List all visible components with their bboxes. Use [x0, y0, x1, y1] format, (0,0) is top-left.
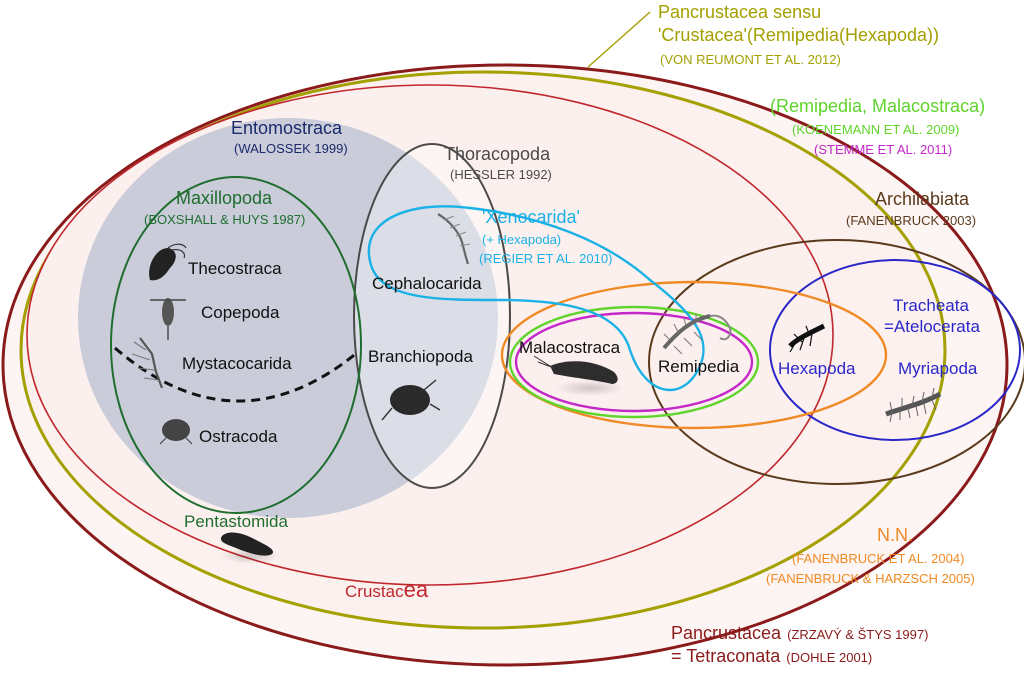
entomostraca-reference: (WALOSSEK 1999) — [234, 141, 348, 156]
nn-reference-2: (FANENBRUCK & HARZSCH 2005) — [766, 571, 975, 586]
nn-reference-1: (FANENBRUCK ET AL. 2004) — [792, 551, 964, 566]
copepod-icon — [150, 298, 186, 340]
remipedia-label: Remipedia — [658, 357, 740, 376]
crustacea-label-part1: Crustac — [345, 582, 404, 601]
tracheata-ellipse — [769, 259, 1021, 441]
tracheata-label-line1: Tracheata — [893, 296, 969, 315]
entomostraca-circle — [78, 118, 498, 518]
archilabiata-label: Archilabiata — [875, 189, 970, 209]
insect-icon — [788, 323, 826, 353]
archilabiata-reference: (FANENBRUCK 2003) — [846, 213, 976, 228]
thoracopoda-label: Thoracopoda — [444, 144, 551, 164]
pancrustacea-name: Pancrustacea — [671, 623, 782, 643]
barnacle-icon — [149, 243, 187, 281]
thecostraca-label: Thecostraca — [188, 259, 282, 278]
branchiopod-icon — [381, 379, 441, 421]
tetraconata-name: = Tetraconata — [671, 646, 781, 666]
tetraconata-reference: (DOHLE 2001) — [786, 650, 872, 665]
remipede-icon — [662, 314, 732, 355]
crustacea-label: Crustacea — [345, 577, 429, 602]
pentastomida-label: Pentastomida — [184, 512, 288, 531]
cephalocarid-icon — [437, 213, 471, 265]
remi-mala-reference-2: (STEMME ET AL. 2011) — [814, 142, 952, 157]
centipede-icon — [885, 387, 942, 423]
mystacocarid-icon — [131, 337, 164, 389]
tongue-worm-icon — [220, 532, 280, 564]
entomostraca-label: Entomostraca — [231, 118, 343, 138]
crustacea-label-part2: ea — [404, 577, 429, 602]
ostracod-icon — [159, 419, 193, 445]
reumont-title-line2: 'Crustacea'(Remipedia(Hexapoda)) — [658, 25, 939, 45]
xenocarida-outline — [367, 205, 705, 392]
reumont-title-line1: Pancrustacea sensu — [658, 2, 821, 22]
ostracoda-label: Ostracoda — [199, 427, 278, 446]
branchiopoda-label: Branchiopoda — [368, 347, 473, 366]
mystacocarida-label: Mystacocarida — [182, 354, 292, 373]
reumont-leader-line — [587, 11, 651, 68]
maxillopoda-ellipse — [110, 176, 362, 514]
copepoda-label: Copepoda — [201, 303, 280, 322]
remi-mala-reference-1: (KOENEMANN ET AL. 2009) — [792, 122, 959, 137]
hexapoda-label: Hexapoda — [778, 359, 856, 378]
remi-mala-title: (Remipedia, Malacostraca) — [770, 96, 985, 116]
xenocarida-sublabel: (+ Hexapoda) — [482, 232, 561, 247]
malacostraca-label: Malacostraca — [519, 338, 621, 357]
remi-mala-green-ellipse — [508, 305, 760, 419]
pancrustacea-label: Pancrustacea (ZRZAVÝ & ŠTYS 1997) — [671, 623, 928, 643]
thoracopoda-ellipse — [353, 143, 511, 489]
xenocarida-label: 'Xenocarida' — [482, 207, 580, 227]
xenocarida-reference: (REGIER ET AL. 2010) — [479, 251, 612, 266]
remi-mala-magenta-ellipse — [514, 311, 754, 413]
myriapoda-label: Myriapoda — [898, 359, 978, 378]
tetraconata-label: = Tetraconata (DOHLE 2001) — [671, 646, 872, 666]
thoracopoda-reference: (HESSLER 1992) — [450, 167, 552, 182]
pancrustacea-reference: (ZRZAVÝ & ŠTYS 1997) — [787, 627, 928, 642]
archilabiata-ellipse — [648, 239, 1024, 485]
tracheata-label-line2: =Atelocerata — [884, 317, 980, 336]
nn-label: N.N. — [877, 525, 913, 545]
reumont-reference: (VON REUMONT ET AL. 2012) — [660, 52, 841, 67]
nn-ellipse — [500, 280, 888, 430]
maxillopoda-reference: (BOXSHALL & HUYS 1987) — [144, 212, 305, 227]
maxillopoda-label: Maxillopoda — [176, 188, 273, 208]
maxillopoda-dashed-divider — [114, 346, 359, 403]
shrimp-icon — [533, 355, 624, 396]
cephalocarida-label: Cephalocarida — [372, 274, 482, 293]
